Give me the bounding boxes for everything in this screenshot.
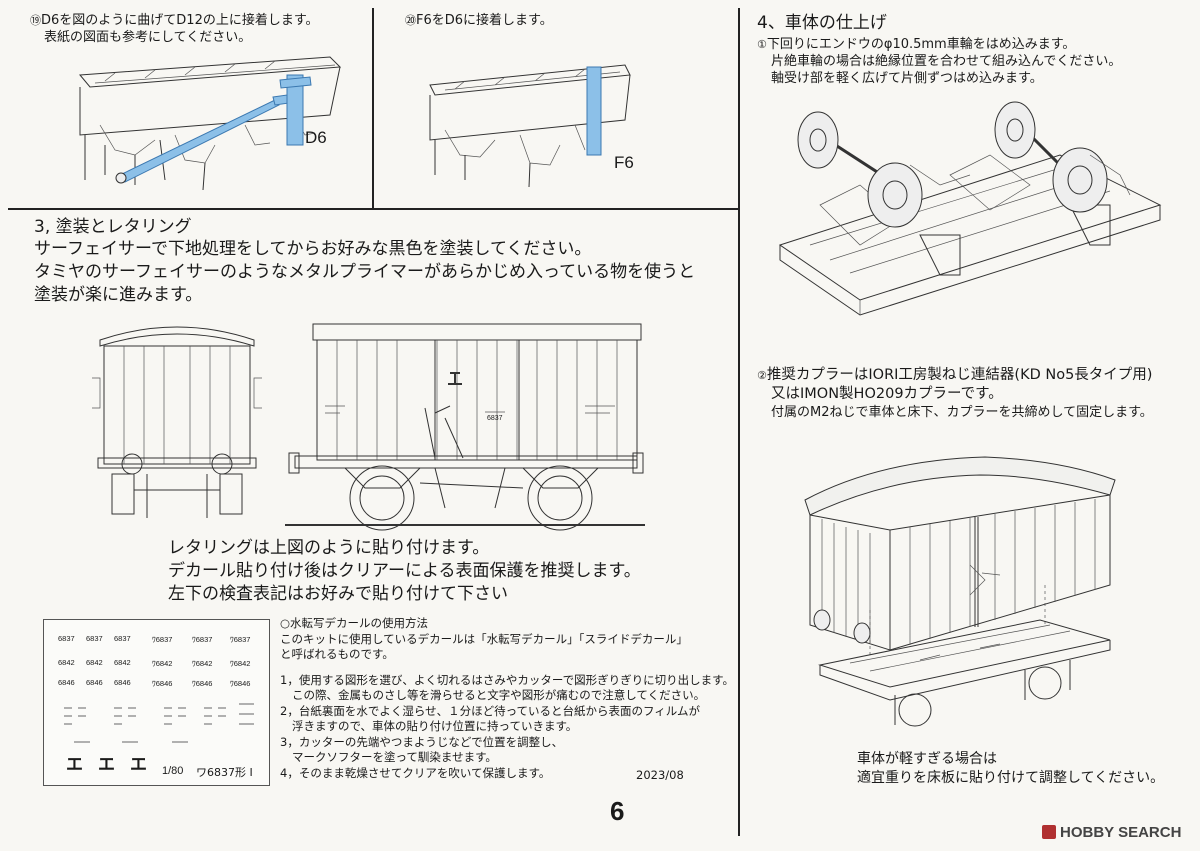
decal-kana: エ xyxy=(66,755,83,775)
wagon-side-view-drawing xyxy=(285,323,645,531)
divider-vertical-top xyxy=(372,8,374,208)
section4-step1-line1: 下回りにエンドウのφ10.5mm車輪をはめ込みます。 xyxy=(766,37,1076,52)
section4-step2-line1: 推奨カプラーはIORI工房製ねじ連結器(KD No5長タイプ用) xyxy=(766,367,1153,383)
step19-part-label: D6 xyxy=(305,128,327,147)
weight-note: 車体が軽すぎる場合は 適宜重りを床板に貼り付けて調整してください。 xyxy=(857,750,1164,788)
divider-horizontal-left xyxy=(8,208,738,210)
decal-step3a: 3，カッターの先端やつまようじなどで位置を調整し、 xyxy=(280,734,564,749)
underframe-wheels-drawing xyxy=(778,101,1162,316)
section4-step2-number: ② xyxy=(757,369,767,382)
section4-step1-number: ① xyxy=(757,38,767,51)
decal-cell: ﾜ6846 xyxy=(230,679,251,688)
decal-inspection-marks xyxy=(64,703,254,743)
decal-cell: ﾜ6842 xyxy=(192,659,213,668)
decal-cell: ﾜ6842 xyxy=(152,659,173,668)
exploded-wagon-drawing xyxy=(804,456,1116,727)
decal-cell: 6837 xyxy=(58,634,75,643)
decal-scale: 1/80 xyxy=(162,765,184,777)
weight-line1: 車体が軽すぎる場合は xyxy=(857,751,997,767)
section4-step1-line3: 軸受け部を軽く広げて片側ずつはめ込みます。 xyxy=(771,71,1043,86)
step19-line1: D6を図のように曲げてD12の上に接着します。 xyxy=(41,13,319,28)
decal-cell: ﾜ6846 xyxy=(192,679,213,688)
decal-step3b: マークソフターを塗って馴染ませます。 xyxy=(292,750,497,764)
section3-line1: サーフェイサーで下地処理をしてからお好みな黒色を塗装してください。 xyxy=(34,239,592,259)
decal-step1b: この際、金属ものさし等を滑らせると文字や図形が痛むので注意してください。 xyxy=(292,688,706,702)
decal-cell: ﾜ6837 xyxy=(192,635,213,644)
decal-step2a: 2，台紙裏面を水でよく湿らせ、１分ほど待っていると台紙から表面のフィルムが xyxy=(280,703,701,718)
decal-cell: 6846 xyxy=(86,678,103,687)
logo-text: HOBBY SEARCH xyxy=(1060,824,1182,841)
step19-text: ⑲D6を図のように曲げてD12の上に接着します。 表紙の図面も参考にしてください… xyxy=(30,12,319,46)
decal-model: ワ6837形 I xyxy=(196,766,253,779)
decal-cell: 6842 xyxy=(58,658,75,667)
section3-line3: 塗装が楽に進みます。 xyxy=(34,285,203,305)
decal-step2b: 浮きますので、車体の貼り付け位置に持っていきます。 xyxy=(292,719,578,733)
section4-step1-line2: 片絶車輪の場合は絶縁位置を合わせて組み込んでください。 xyxy=(771,54,1122,69)
decal-intro2: と呼ばれるものです。 xyxy=(280,647,394,661)
wagon-car-number: 6837 xyxy=(487,415,503,422)
decal-step1a: 1，使用する図形を選び、よく切れるはさみやカッターで図形ぎりぎりに切り出します。 xyxy=(280,672,734,687)
step19-number: ⑲ xyxy=(30,14,41,27)
hobby-search-logo: HOBBY SEARCH xyxy=(1042,824,1181,841)
divider-vertical-main xyxy=(738,8,740,836)
wagon-end-view-drawing xyxy=(92,326,262,518)
decal-cell: ﾜ6837 xyxy=(152,635,173,644)
section4-step2-line2: 又はIMON製HO209カプラーです。 xyxy=(771,386,1003,402)
section4-heading: 4、車体の仕上げ xyxy=(757,13,887,33)
step20-text: ⑳F6をD6に接着します。 xyxy=(405,12,553,29)
decal-intro1: このキットに使用しているデカールは「水転写デカール」「スライドデカール」 xyxy=(280,631,688,646)
step20-part-label: F6 xyxy=(614,153,634,172)
decal-step4: 4，そのまま乾燥させてクリアを吹いて保護します。 xyxy=(280,765,551,780)
lettering-line2: デカール貼り付け後はクリアーによる表面保護を推奨します。 xyxy=(168,561,641,581)
logo-mark-icon xyxy=(1042,825,1056,839)
decal-cell: 6842 xyxy=(114,658,131,667)
decal-cell: 6846 xyxy=(58,678,75,687)
decal-kana: エ xyxy=(98,755,115,775)
section3-heading: 3, 塗装とレタリング xyxy=(34,217,192,237)
step19-line2: 表紙の図面も参考にしてください。 xyxy=(44,30,252,45)
decal-cell: 6846 xyxy=(114,678,131,687)
decal-cell: 6837 xyxy=(114,634,131,643)
decal-cell: ﾜ6837 xyxy=(230,635,251,644)
decal-sheet: 6837 6837 6837 ﾜ6837 ﾜ6837 ﾜ6837 6842 68… xyxy=(43,619,270,786)
section4-step2-line3: 付属のM2ねじで車体と床下、カプラーを共締めして固定します。 xyxy=(771,405,1153,420)
decal-cell: ﾜ6846 xyxy=(152,679,173,688)
decal-cell: 6842 xyxy=(86,658,103,667)
decal-kana: エ xyxy=(130,755,147,775)
document-date: 2023/08 xyxy=(636,768,684,782)
section4-step2: ②推奨カプラーはIORI工房製ねじ連結器(KD No5長タイプ用) 又はIMON… xyxy=(757,366,1153,421)
lettering-notes: レタリングは上図のように貼り付けます。 デカール貼り付け後はクリアーによる表面保… xyxy=(168,537,641,606)
decal-instructions: ○水転写デカールの使用方法 このキットに使用しているデカールは「水転写デカール」… xyxy=(280,616,734,781)
decal-cell: ﾜ6842 xyxy=(230,659,251,668)
decal-title: ○水転写デカールの使用方法 xyxy=(280,616,429,630)
section4-step1: ①下回りにエンドウのφ10.5mm車輪をはめ込みます。 片絶車輪の場合は絶縁位置… xyxy=(757,36,1121,87)
section3-body: サーフェイサーで下地処理をしてからお好みな黒色を塗装してください。 タミヤのサー… xyxy=(34,238,695,307)
weight-line2: 適宜重りを床板に貼り付けて調整してください。 xyxy=(857,770,1165,786)
step20-illustration xyxy=(429,64,631,188)
lettering-line1: レタリングは上図のように貼り付けます。 xyxy=(168,538,490,558)
step19-illustration xyxy=(78,56,342,191)
step20-line1: F6をD6に接着します。 xyxy=(416,13,553,28)
step20-number: ⑳ xyxy=(405,14,416,27)
section3-line2: タミヤのサーフェイサーのようなメタルプライマーがあらかじめ入っている物を使うと xyxy=(34,262,696,282)
lettering-line3: 左下の検査表記はお好みで貼り付けて下さい xyxy=(168,584,508,604)
page-number: 6 xyxy=(610,796,625,826)
decal-cell: 6837 xyxy=(86,634,103,643)
